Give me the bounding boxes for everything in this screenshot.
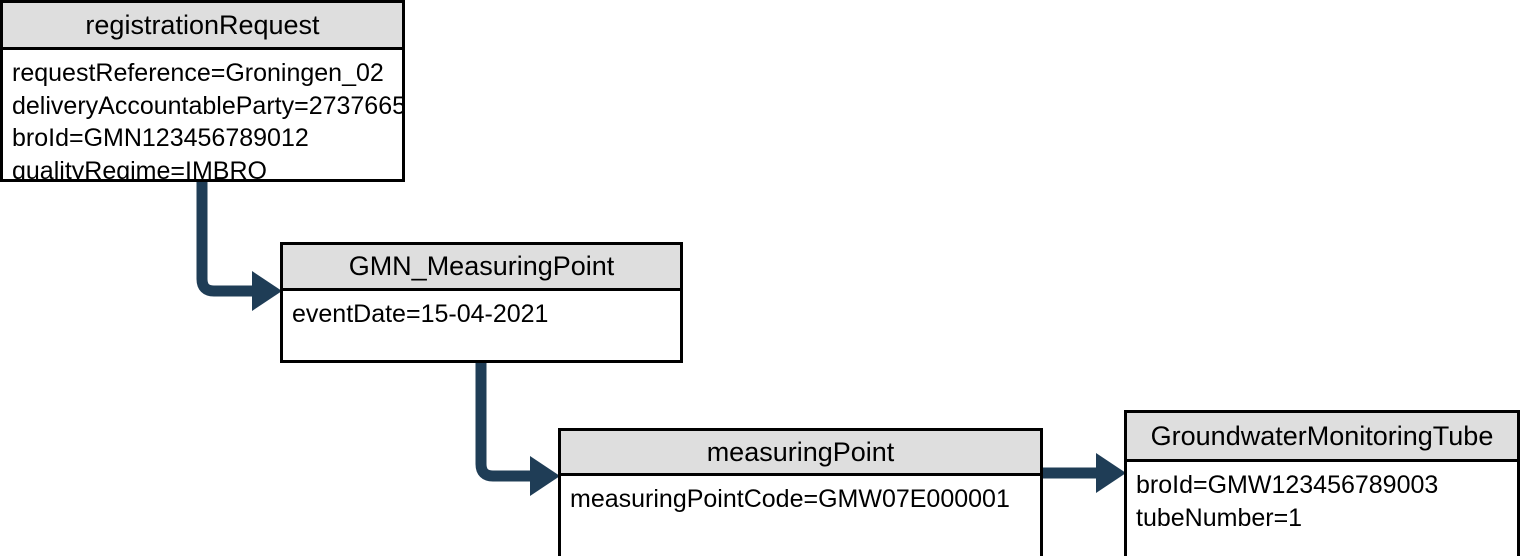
edge-1-path	[196, 181, 256, 297]
attribute-tube-bro-id: broId=GMW123456789003	[1136, 471, 1439, 499]
node-groundwater-monitoring-tube[interactable]: GroundwaterMonitoringTube broId=GMW12345…	[1124, 410, 1520, 556]
attribute-delivery-accountable-party: deliveryAccountableParty=27376658	[12, 91, 402, 120]
node-groundwater-monitoring-tube-title: GroundwaterMonitoringTube	[1127, 413, 1517, 462]
node-registration-request[interactable]: registrationRequest requestReference=Gro…	[0, 0, 405, 182]
node-measuring-point-title: measuringPoint	[561, 431, 1040, 476]
edge-1-arrowhead	[252, 271, 282, 311]
attribute-request-reference: requestReference=Groningen_02	[12, 59, 384, 87]
edge-3-arrowhead	[1096, 453, 1126, 493]
attribute-bro-id: broId=GMN123456789012	[12, 124, 309, 152]
attribute-measuring-point-code: measuringPointCode=GMW07E000001	[570, 485, 1010, 513]
node-registration-request-body: requestReference=Groningen_02 deliveryAc…	[3, 50, 402, 182]
node-groundwater-monitoring-tube-body: broId=GMW123456789003 tubeNumber=1	[1127, 462, 1517, 534]
node-gmn-measuring-point[interactable]: GMN_MeasuringPoint eventDate=15-04-2021	[280, 242, 683, 363]
node-measuring-point-body: measuringPointCode=GMW07E000001	[561, 476, 1040, 516]
edge-2-arrowhead	[530, 456, 560, 496]
attribute-tube-number: tubeNumber=1	[1136, 503, 1303, 532]
attribute-quality-regime: qualityRegime=IMBRO	[12, 156, 267, 182]
edge-2-path	[475, 362, 534, 482]
attribute-event-date: eventDate=15-04-2021	[292, 300, 549, 328]
node-measuring-point[interactable]: measuringPoint measuringPointCode=GMW07E…	[558, 428, 1043, 556]
node-gmn-measuring-point-title: GMN_MeasuringPoint	[283, 245, 680, 291]
node-registration-request-title: registrationRequest	[3, 3, 402, 50]
node-gmn-measuring-point-body: eventDate=15-04-2021	[283, 291, 680, 331]
